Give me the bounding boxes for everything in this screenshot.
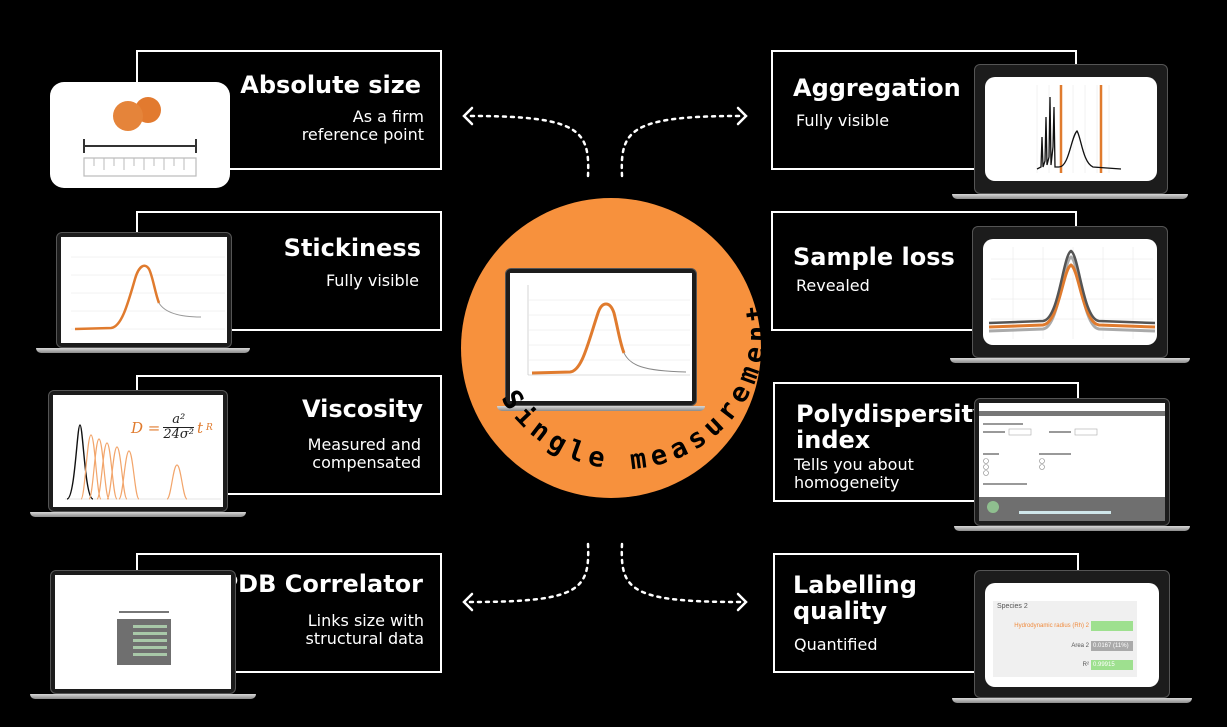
feature-title-sample-loss: Sample loss: [793, 243, 955, 271]
feature-subtitle-polydispersity: Tells you about homogeneity: [794, 455, 914, 492]
polydispersity-screen-content: [979, 411, 1165, 521]
viscosity-chart: [65, 424, 221, 500]
single-measurement-ring: Single measurement: [495, 297, 761, 476]
feature-title-polydispersity: Polydispersity index: [796, 400, 989, 454]
stickiness-laptop: [36, 232, 250, 354]
feature-subtitle-pdb-correlator: Links size with structural data: [305, 611, 425, 648]
feature-title-absolute-size: Absolute size: [240, 71, 421, 99]
sample-loss-laptop: [950, 226, 1190, 364]
feature-title-pdb-correlator: PDB Correlator: [220, 570, 423, 598]
area-row-label: Area 2: [1071, 643, 1089, 649]
labelling-panel: Species 2 Hydrodynamic radius (Rh) 2 Are…: [993, 601, 1137, 677]
stickiness-chart: [71, 256, 225, 331]
sample-loss-chart: [988, 247, 1156, 339]
ruler-icon: [83, 97, 197, 177]
pdb-laptop: [30, 570, 256, 700]
feature-subtitle-viscosity: Measured and compensated: [307, 435, 421, 472]
feature-subtitle-absolute-size: As a firm reference point: [301, 107, 424, 144]
r2-row-label: R²: [1082, 662, 1089, 668]
feature-subtitle-labelling: Quantified: [794, 635, 878, 654]
feature-subtitle-aggregation: Fully visible: [796, 111, 890, 130]
r2-row-value: 0.99915: [1091, 660, 1133, 670]
pdb-screen-content: [117, 611, 171, 665]
area-row-value: 0.0167 (11%): [1091, 641, 1133, 651]
feature-subtitle-sample-loss: Revealed: [796, 276, 870, 295]
aggregation-laptop: [952, 64, 1188, 200]
ruler-card: [50, 82, 230, 188]
center-chart: [527, 285, 690, 376]
feature-title-aggregation: Aggregation: [793, 74, 961, 102]
feature-title-viscosity: Viscosity: [301, 395, 423, 423]
rh-row-value: [1091, 621, 1133, 631]
rh-row-label: Hydrodynamic radius (Rh) 2: [1014, 623, 1089, 629]
polydispersity-laptop: [954, 398, 1190, 532]
feature-title-stickiness: Stickiness: [283, 234, 421, 262]
feature-title-labelling: Labelling quality: [793, 571, 917, 625]
species-label: Species 2: [997, 603, 1028, 610]
feature-subtitle-stickiness: Fully visible: [325, 271, 419, 290]
aggregation-chart: [1036, 85, 1122, 173]
labelling-laptop: Species 2 Hydrodynamic radius (Rh) 2 Are…: [952, 570, 1192, 706]
center-laptop: [497, 268, 705, 414]
